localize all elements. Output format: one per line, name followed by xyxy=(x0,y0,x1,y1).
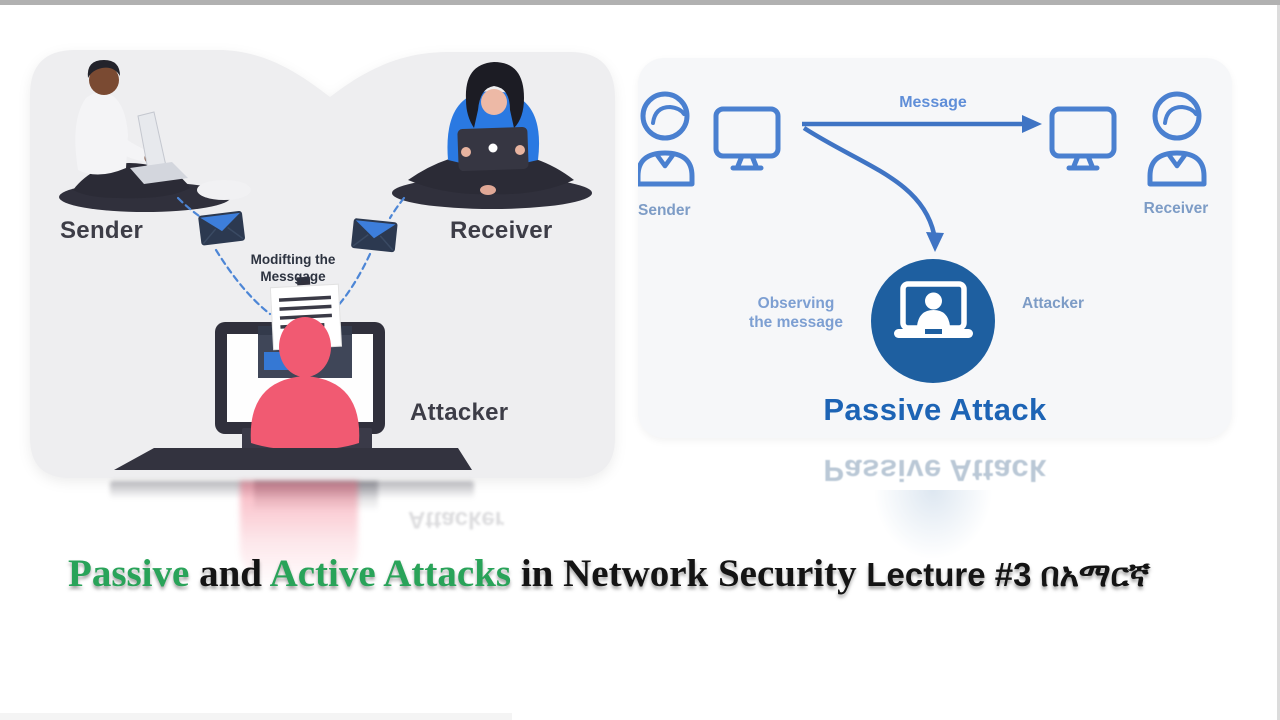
receiver-legs xyxy=(408,152,574,195)
title-in-network-security: in Network Security xyxy=(511,552,867,595)
observing-line1: Observing xyxy=(757,295,835,312)
active-attack-illustration xyxy=(30,50,615,478)
keyboard-reflection xyxy=(110,481,474,499)
sender-laptop-base xyxy=(130,162,188,184)
intercept-arrowhead xyxy=(926,232,944,252)
observing-line2: the message xyxy=(749,314,843,331)
note-line2: Messgage xyxy=(260,269,326,284)
bottom-faint-strip xyxy=(0,713,512,720)
title-lecture-amharic: Lecture #3 በአማርኛ xyxy=(866,556,1150,593)
attacker-label-reflection: Attacker xyxy=(408,506,505,533)
passive-attack-panel: Sender Receiver Message Observing the me… xyxy=(638,58,1232,438)
dashed-path-sender-to-envelope xyxy=(176,196,204,220)
attacker-illustration xyxy=(114,276,472,470)
receiver-hand-left xyxy=(461,147,471,157)
left-attacker-label: Attacker xyxy=(410,399,509,426)
intercept-arrow xyxy=(802,126,937,235)
attacker-circle-reflection xyxy=(873,490,993,560)
receiver-computer-icon xyxy=(1052,109,1114,168)
receiver-hand-right xyxy=(515,145,525,155)
attacker-hood-body xyxy=(250,376,360,450)
right-sender-label: Sender xyxy=(638,202,691,219)
sender-hair xyxy=(87,60,120,78)
message-label: Message xyxy=(899,94,967,111)
title-passive: Passive xyxy=(68,552,190,595)
attacker-laptop-icon xyxy=(894,281,973,338)
left-receiver-label: Receiver xyxy=(450,217,553,244)
attacker-hood-head xyxy=(279,317,331,377)
title-and: and xyxy=(189,552,270,595)
note-line1: Modifting the xyxy=(250,252,336,267)
sender-computer-icon xyxy=(716,109,778,168)
passive-attack-caption-reflection: Passive Attack xyxy=(823,453,1047,488)
passive-attack-diagram xyxy=(638,58,1232,383)
message-arrowhead xyxy=(1022,115,1042,133)
observing-message-label: Observing the message xyxy=(736,294,856,332)
attacker-figure-reflection xyxy=(240,481,358,589)
sender-arm xyxy=(108,130,150,162)
right-attacker-label: Attacker xyxy=(1022,295,1085,312)
receiver-face xyxy=(481,89,507,115)
receiver-laptop-logo xyxy=(488,143,498,153)
sender-person-illustration xyxy=(59,60,251,212)
dashed-path-envelope-to-attacker-left xyxy=(214,248,272,316)
passive-attack-caption: Passive Attack xyxy=(823,392,1047,427)
sender-person-icon xyxy=(638,94,692,184)
receiver-person-icon xyxy=(1150,94,1204,184)
right-edge-line xyxy=(1277,5,1280,720)
video-title: Passive and Active Attacks in Network Se… xyxy=(68,551,1150,596)
envelope-icon xyxy=(198,210,245,246)
left-sender-label: Sender xyxy=(60,217,144,244)
sender-head xyxy=(89,65,119,95)
receiver-hair xyxy=(465,62,524,128)
sender-shirt xyxy=(75,92,128,175)
receiver-foot xyxy=(480,185,496,195)
envelope-icon xyxy=(351,218,398,253)
sender-cushion xyxy=(197,180,251,200)
receiver-person-illustration xyxy=(392,62,592,209)
top-letterbox-bar xyxy=(0,0,1280,5)
console-reflection xyxy=(254,481,378,511)
dashed-path-receiver-to-envelope xyxy=(388,196,406,220)
modifying-message-note: Modifting the Messgage xyxy=(226,251,360,285)
title-active-attacks: Active Attacks xyxy=(269,552,512,595)
right-receiver-label: Receiver xyxy=(1143,200,1209,217)
attacker-keyboard xyxy=(114,448,472,470)
